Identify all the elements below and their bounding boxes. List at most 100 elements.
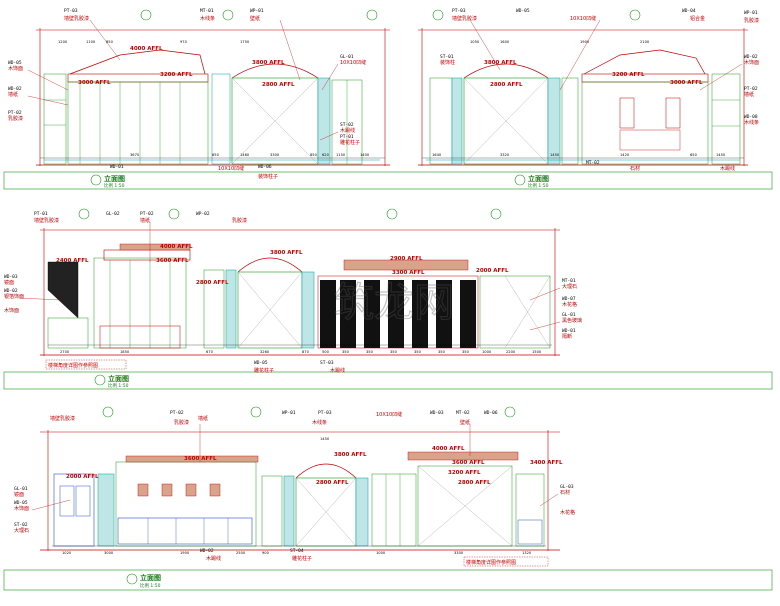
e1-dim: 970 [180,40,188,44]
e4-level: 3800 AFFL [334,452,367,458]
e3-label: 乳胶漆 [232,217,247,224]
e1-label: 雕花柱子 [340,139,360,146]
e2-tag: WP-01 [744,10,758,16]
e2-dim: 1640 [432,153,442,157]
e1-tag: PT-01 [340,134,354,140]
e4-tag: WD-06 [484,410,498,416]
e4-dim: 1320 [522,551,532,555]
e3-dim: 1000 [482,350,492,354]
e4-label: 木踢线 [206,555,221,562]
e1-dim: 1750 [240,40,250,44]
e2-tag: WD-02 [744,54,758,60]
e2-level: 3200 AFFL [612,72,645,78]
e1-dim: 3300 [270,153,280,157]
e4-dim: 2500 [236,551,246,555]
e4-note: 楼梯角度详图作参照图 [466,559,516,566]
e2-tag: WD-08 [744,114,758,120]
e2-dim: 2100 [640,40,650,44]
e1-tag: GL-01 [340,54,354,60]
e3-tag: MT-01 [562,278,576,284]
elevation-4: 楼梯角度详图作参照图 立面图 比例 1:50 3600 AFFL 2000 AF… [3,406,773,591]
e4-label: 雕花柱子 [292,555,312,562]
e3-tag: WD-03 [4,274,18,280]
e1-label: 壁纸 [250,15,260,22]
e2-dim: 1900 [580,40,590,44]
e2-level: 3000 AFFL [670,80,703,86]
e4-tag: PT-02 [170,410,184,416]
e1-label: 10X10凹缝 [218,165,244,172]
e2-label: 木饰面 [744,59,759,66]
e2-tag: PT-02 [744,86,758,92]
e4-tag: PT-03 [318,410,332,416]
e3-label: 木饰面 [4,307,19,314]
e3-label: 大理石 [562,283,577,290]
e3-dim: 350 [366,350,374,354]
e4-label: 木花格 [560,509,575,516]
e1-dim: 620 [322,153,330,157]
e1-level: 3800 AFFL [252,60,285,66]
elevation-3: 楼梯角度详图作参照图 立面图 比例 1:50 4000 AFFL 3600 AF… [3,208,773,390]
e1-dim: 850 [310,153,318,157]
e4-tag: MT-02 [456,410,470,416]
e3-dim: 350 [342,350,350,354]
e1-tag: WD-01 [110,164,124,170]
e4-tag: GL-03 [560,484,574,490]
e3-label: 木踢线 [330,367,345,374]
e4-level: 3400 AFFL [530,460,563,466]
e1-dim: 850 [106,40,114,44]
e3-dim: 350 [390,350,398,354]
e4-level: 3600 AFFL [452,460,485,466]
e4-level: 3600 AFFL [184,456,217,462]
e3-tag: PT-01 [34,211,48,217]
e2-tag: ST-01 [440,54,454,60]
e2-tag: WD-05 [516,8,530,14]
e1-label: 乳胶漆 [8,115,23,122]
e2-level: 3800 AFFL [484,60,517,66]
e2-label: 石材 [630,165,640,172]
e3-tag: GL-01 [562,312,576,318]
elevation-3-scale: 比例 1:50 [108,382,129,389]
e1-dim: 3670 [130,153,140,157]
e2-label: 铝合金 [690,15,705,22]
e3-label: 隔断 [562,333,572,340]
e4-dim: 1900 [180,551,190,555]
e2-dim: 1450 [716,153,726,157]
e3-label: 墙纸 [140,217,150,224]
e3-level: 3600 AFFL [156,258,189,264]
e3-level: 3300 AFFL [392,270,425,276]
e4-dim: 1020 [62,551,72,555]
e1-dim: 1100 [86,40,96,44]
elevation-4-scale: 比例 1:50 [140,582,161,589]
e1-label: 木踢线 [340,127,355,134]
e4-label: 10X10凹缝 [376,411,402,418]
e4-level: 3200 AFFL [448,470,481,476]
elevation-2-scale: 比例 1:50 [528,182,549,189]
e4-dim: 1450 [320,437,330,441]
e3-label: 银箔饰面 [4,293,24,300]
e3-note: 楼梯角度详图作参照图 [48,362,98,369]
watermark: 筑龙网 [334,280,454,326]
e2-dim: 1450 [550,153,560,157]
e4-label: 石材 [560,489,570,496]
e3-level: 2400 AFFL [56,258,89,264]
e3-label: 木花格 [562,301,577,308]
e2-tag: MT-02 [586,160,600,166]
e1-label: 墙壁乳胶漆 [64,15,89,22]
e2-tag: PT-03 [452,8,466,14]
e2-level: 2800 AFFL [490,82,523,88]
e4-dim: 900 [262,551,270,555]
e4-level: 2800 AFFL [316,480,349,486]
e4-label: 墙壁乳胶漆 [50,415,75,422]
e3-level: 2000 AFFL [476,268,509,274]
elevation-3-title: 立面图 [108,374,129,383]
e4-label: 墙纸 [198,415,208,422]
e3-label: 黑色玻璃 [562,317,582,324]
e3-tag: WD-02 [4,288,18,294]
e3-dim: 350 [414,350,422,354]
e2-dim: 650 [690,153,698,157]
elevation-1: 立面图 比例 1:50 4000 AFFL 3000 AFFL 3200 AFF… [3,8,773,190]
e3-dim: 500 [322,350,330,354]
e3-level: 3800 AFFL [270,250,303,256]
elevation-1-title: 立面图 [104,174,125,183]
